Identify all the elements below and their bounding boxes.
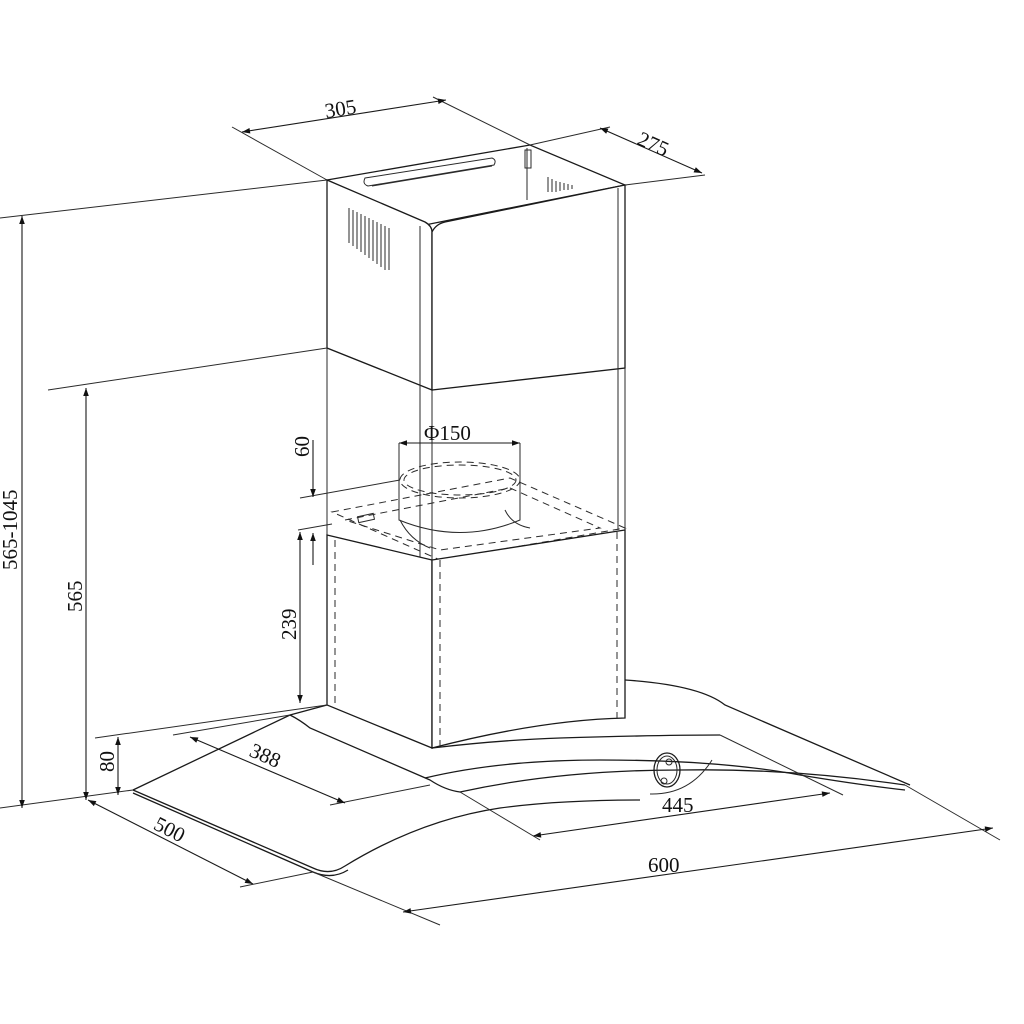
label-hood-height: 565 — [63, 581, 87, 613]
dimension-lines — [19, 98, 994, 914]
body-side-face — [431, 529, 626, 749]
label-outlet-height: 60 — [290, 436, 314, 457]
dim-275 — [599, 127, 703, 174]
label-inner-depth: 388 — [246, 738, 285, 773]
control-knob — [653, 752, 681, 788]
glass-canopy — [132, 679, 911, 877]
label-total-height: 565-1045 — [0, 490, 22, 571]
label-glass-height: 80 — [95, 751, 119, 772]
body-front-face — [326, 534, 433, 749]
label-inner-width: 445 — [662, 793, 694, 817]
dim-388 — [189, 736, 346, 804]
label-outlet-diameter: Φ150 — [424, 421, 471, 445]
vent-slots-left — [348, 208, 390, 270]
label-canopy-width: 600 — [648, 853, 680, 877]
vent-slots-right — [547, 177, 573, 192]
upper-chimney — [324, 144, 628, 391]
label-canopy-depth: 500 — [150, 812, 189, 848]
dim-600 — [402, 826, 994, 914]
hood-body — [326, 529, 626, 749]
chimney-side-face — [431, 184, 626, 391]
dim-500 — [87, 799, 254, 885]
dim-305 — [241, 98, 447, 134]
mounting-bracket — [363, 157, 496, 187]
label-chimney-width: 305 — [323, 94, 358, 123]
label-chimney-depth: 275 — [634, 127, 673, 162]
lower-chimney — [326, 348, 626, 560]
label-body-height: 239 — [277, 609, 301, 641]
